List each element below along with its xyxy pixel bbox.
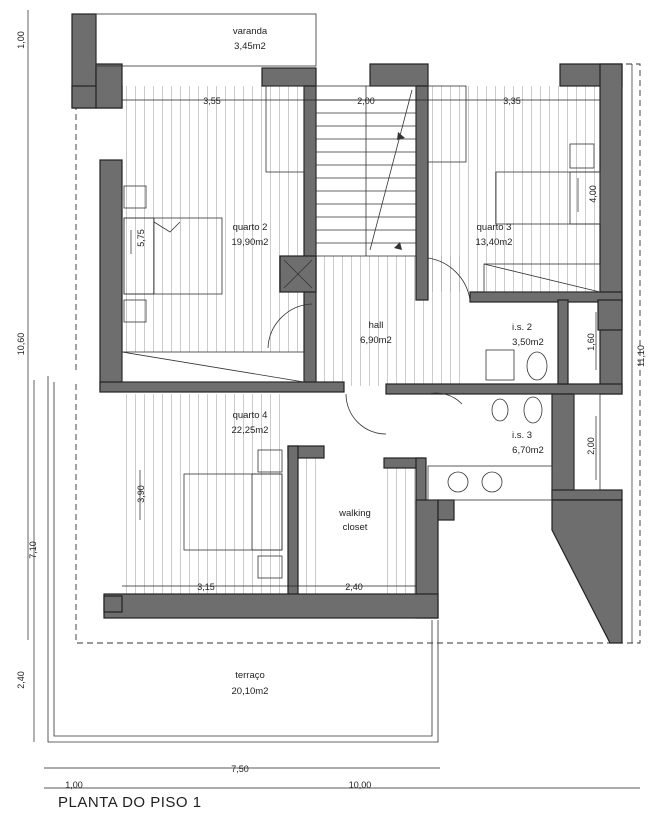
terraco-name: terraço bbox=[235, 670, 265, 681]
varanda-box bbox=[95, 13, 317, 67]
walls bbox=[71, 13, 623, 644]
dim-355: 3,55 bbox=[203, 96, 221, 106]
quarto2-area: 19,90m2 bbox=[232, 237, 269, 248]
quarto2-name: quarto 2 bbox=[233, 222, 268, 233]
plan-title: PLANTA DO PISO 1 bbox=[58, 794, 202, 811]
dim-160: 1,60 bbox=[586, 333, 596, 351]
varanda-area: 3,45m2 bbox=[234, 41, 266, 52]
furniture bbox=[121, 85, 601, 579]
ls3-name: i.s. 3 bbox=[512, 430, 532, 441]
dim-1000: 10,00 bbox=[349, 780, 372, 790]
dim-710: 7,10 bbox=[28, 541, 38, 559]
dim-400: 4,00 bbox=[588, 185, 598, 203]
dim-100-bottom: 1,00 bbox=[65, 780, 83, 790]
dim-100-left: 1,00 bbox=[16, 31, 26, 49]
quarto3-area: 13,40m2 bbox=[476, 237, 513, 248]
hall-area: 6,90m2 bbox=[360, 335, 392, 346]
dim-575: 5,75 bbox=[136, 229, 146, 247]
room-labels: varanda 3,45m2 quarto 2 19,90m2 quarto 3… bbox=[232, 26, 544, 697]
ls3-area: 6,70m2 bbox=[512, 445, 544, 456]
terrace-outline bbox=[47, 63, 641, 743]
ls2-name: i.s. 2 bbox=[512, 322, 532, 333]
dim-315: 3,15 bbox=[197, 582, 215, 592]
dim-1060: 10,60 bbox=[16, 333, 26, 356]
dim-1110: 11,10 bbox=[636, 345, 646, 367]
dimension-labels: 3,55 2,00 3,35 5,75 4,00 3,90 3,15 2,40 … bbox=[16, 31, 646, 790]
ls2-area: 3,50m2 bbox=[512, 337, 544, 348]
dim-200-right: 2,00 bbox=[586, 437, 596, 455]
dim-750: 7,50 bbox=[231, 764, 249, 774]
dim-240-left: 2,40 bbox=[16, 671, 26, 689]
dim-200-top: 2,00 bbox=[357, 96, 375, 106]
closet-line1: walking bbox=[338, 508, 371, 519]
quarto4-area: 22,25m2 bbox=[232, 425, 269, 436]
dim-335: 3,35 bbox=[503, 96, 521, 106]
closet-line2: closet bbox=[343, 522, 368, 533]
staircase bbox=[315, 85, 417, 257]
terraco-area: 20,10m2 bbox=[232, 686, 269, 697]
hall-name: hall bbox=[369, 320, 384, 331]
dim-390: 3,90 bbox=[136, 485, 146, 503]
dim-240-inner: 2,40 bbox=[345, 582, 363, 592]
varanda-name: varanda bbox=[233, 26, 268, 37]
quarto3-name: quarto 3 bbox=[477, 222, 512, 233]
dimension-lines bbox=[27, 10, 640, 789]
quarto4-name: quarto 4 bbox=[233, 410, 268, 421]
